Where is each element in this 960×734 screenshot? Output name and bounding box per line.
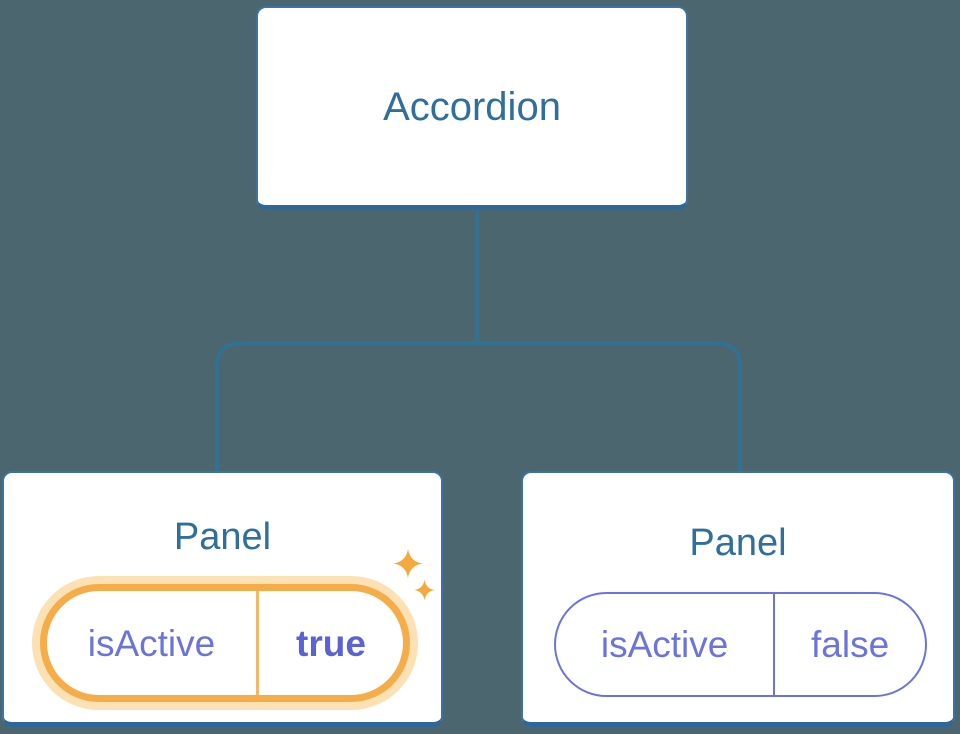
- accordion-label: Accordion: [383, 84, 561, 129]
- sparkle-icon: [414, 579, 435, 601]
- state-key-label: isActive: [87, 622, 216, 664]
- panel-label: Panel: [173, 516, 272, 558]
- state-value-label: true: [255, 591, 403, 695]
- panel-label: Panel: [689, 522, 787, 564]
- state-pill-active: isActive true: [40, 584, 410, 702]
- panel-node-active: Panel isActive true: [2, 471, 443, 727]
- accordion-node: Accordion: [256, 6, 688, 210]
- panel-node-inactive: Panel isActive false: [521, 471, 955, 727]
- state-key-label: isActive: [600, 624, 729, 665]
- connector-branch: [215, 341, 742, 471]
- state-pill-inactive: isActive false: [554, 592, 927, 697]
- sparkle-icon: [393, 548, 423, 579]
- state-value-label: false: [773, 594, 925, 695]
